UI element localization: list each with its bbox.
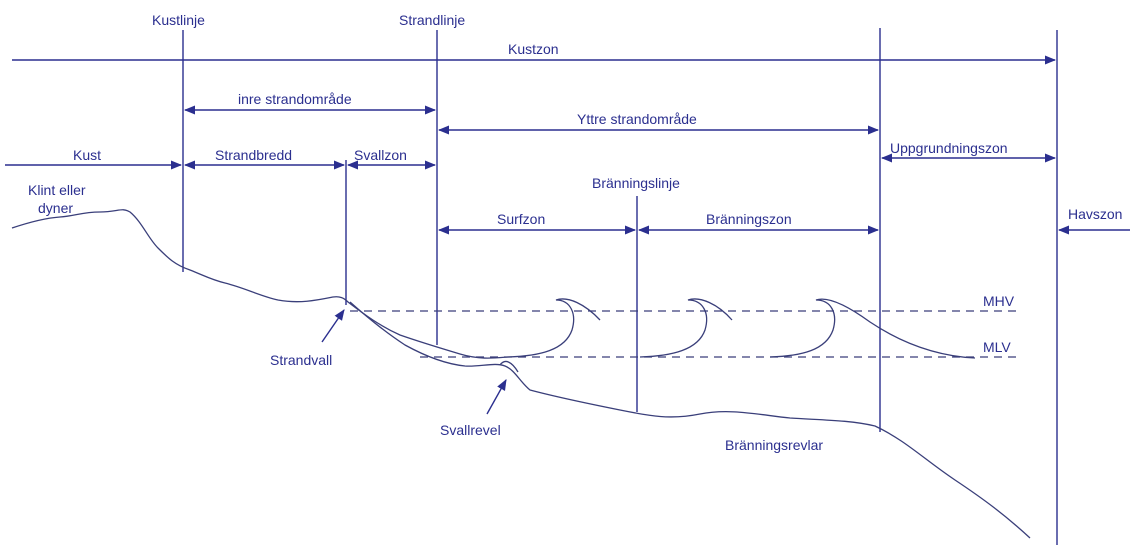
strandlinje-label: Strandlinje (399, 12, 465, 28)
kustlinje-label: Kustlinje (152, 12, 205, 28)
svallrevel-pointer (487, 380, 506, 414)
svallzon-label: Svallzon (354, 147, 407, 163)
wave-2 (640, 299, 732, 357)
branningsrevlar-label: Bränningsrevlar (725, 437, 823, 453)
mlv-label: MLV (983, 339, 1011, 355)
inre-strandomrade-label: inre strandområde (238, 91, 352, 107)
havszon-label: Havszon (1068, 206, 1122, 222)
uppgrundningszon-label: Uppgrundningszon (890, 140, 1008, 156)
branningszon-label: Bränningszon (706, 211, 792, 227)
branningslinje-label: Bränningslinje (592, 175, 680, 191)
surfzon-label: Surfzon (497, 211, 545, 227)
wave-1 (508, 299, 600, 357)
svallrevel-label: Svallrevel (440, 422, 501, 438)
land-profile-line (12, 210, 508, 358)
strandvall-pointer (322, 310, 344, 342)
kust-label: Kust (73, 147, 101, 163)
seabed-profile-line (350, 302, 1030, 538)
svallrevel-bump (500, 361, 518, 372)
yttre-strandomrade-label: Yttre strandområde (577, 111, 697, 127)
strandvall-label: Strandvall (270, 352, 332, 368)
strandbredd-label: Strandbredd (215, 147, 292, 163)
kustzon-label: Kustzon (508, 41, 559, 57)
klint-label-line1: Klint eller (28, 182, 86, 198)
klint-label-line2: dyner (38, 200, 73, 216)
wave-3 (770, 299, 975, 358)
mhv-label: MHV (983, 293, 1015, 309)
